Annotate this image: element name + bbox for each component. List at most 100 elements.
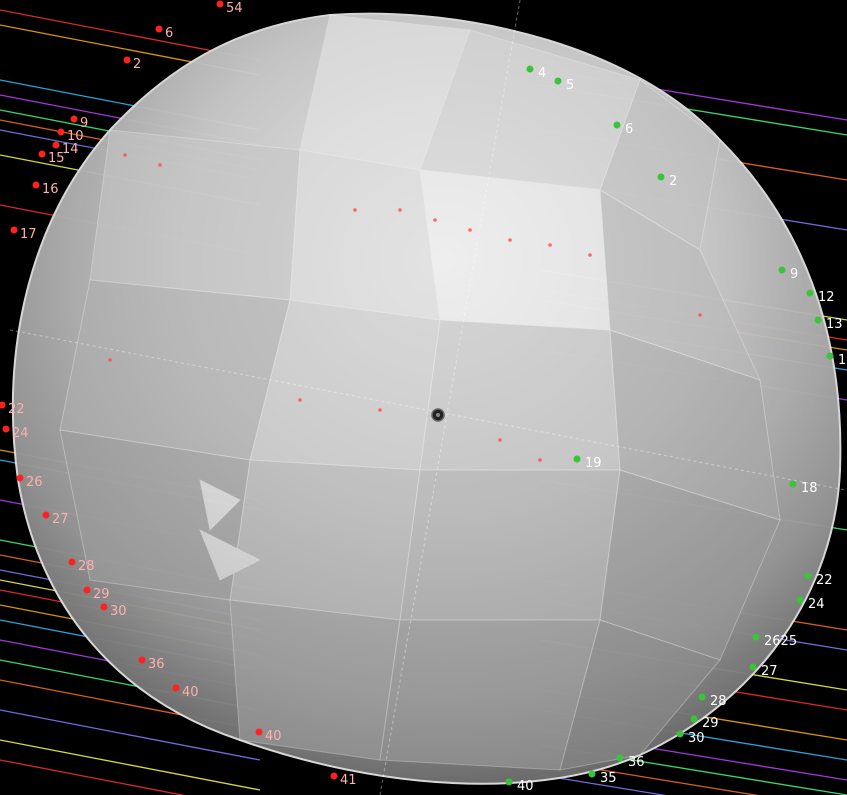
hull-facet	[419, 169, 611, 331]
left-label: 22	[8, 402, 25, 417]
right-marker[interactable]	[676, 730, 684, 738]
left-marker[interactable]	[100, 603, 108, 611]
interior-point	[398, 208, 402, 212]
right-label: 24	[808, 597, 825, 612]
right-label: 29	[702, 716, 719, 731]
left-marker[interactable]	[83, 586, 91, 594]
left-marker[interactable]	[32, 181, 40, 189]
right-marker[interactable]	[826, 352, 834, 360]
left-marker[interactable]	[16, 474, 24, 482]
right-label: 13	[826, 317, 843, 332]
right-marker[interactable]	[814, 316, 822, 324]
interior-point	[433, 218, 437, 222]
right-marker[interactable]	[690, 715, 698, 723]
right-label: 28	[710, 694, 727, 709]
right-marker[interactable]	[616, 754, 624, 762]
left-marker[interactable]	[52, 141, 60, 149]
left-marker[interactable]	[138, 656, 146, 664]
left-label: 6	[165, 26, 173, 41]
left-marker[interactable]	[0, 401, 6, 409]
left-marker[interactable]	[155, 25, 163, 33]
right-marker[interactable]	[554, 77, 562, 85]
right-label: 12	[818, 290, 835, 305]
left-marker[interactable]	[38, 150, 46, 158]
hull-facet	[229, 459, 421, 621]
right-label: 27	[761, 664, 778, 679]
left-marker[interactable]	[57, 128, 65, 136]
left-marker[interactable]	[70, 115, 78, 123]
left-marker[interactable]	[123, 56, 131, 64]
left-label: 40	[265, 729, 282, 744]
right-marker[interactable]	[749, 663, 757, 671]
left-marker[interactable]	[42, 511, 50, 519]
right-label: 5	[566, 78, 574, 93]
right-marker[interactable]	[613, 121, 621, 129]
left-marker[interactable]	[68, 558, 76, 566]
left-marker[interactable]	[10, 226, 18, 234]
right-label: 36	[628, 755, 645, 770]
left-label: 41	[340, 773, 357, 788]
hull-facet	[559, 619, 721, 771]
left-marker[interactable]	[255, 728, 263, 736]
left-label: 9	[80, 116, 88, 131]
right-marker[interactable]	[804, 572, 812, 580]
hull-facet	[289, 149, 441, 321]
left-label: 36	[148, 657, 165, 672]
interior-point	[698, 313, 702, 317]
interior-point	[538, 458, 542, 462]
right-marker[interactable]	[505, 778, 513, 786]
right-labels: 4562912131618192224262527282930363540	[517, 66, 847, 794]
right-marker[interactable]	[588, 770, 596, 778]
right-marker[interactable]	[657, 173, 665, 181]
axis-lines	[9, 0, 846, 795]
left-marker[interactable]	[330, 772, 338, 780]
right-label: 18	[801, 481, 818, 496]
crosshair-circle-icon[interactable]	[431, 408, 445, 422]
interior-point	[498, 438, 502, 442]
right-label: 6	[625, 122, 633, 137]
right-marker[interactable]	[526, 65, 534, 73]
left-label: 14	[62, 142, 79, 157]
right-label: 30	[688, 731, 705, 746]
left-label: 40	[182, 685, 199, 700]
left-label: 15	[48, 151, 65, 166]
hull-facet	[199, 528, 262, 581]
right-label: 2	[669, 174, 677, 189]
interior-point	[353, 208, 357, 212]
interior-point	[588, 253, 592, 257]
right-label: 40	[517, 779, 534, 794]
interior-points	[108, 153, 702, 462]
interior-point	[378, 408, 382, 412]
hull-facet	[89, 129, 301, 301]
left-label: 54	[226, 1, 243, 16]
hull-facet	[199, 479, 241, 532]
right-marker[interactable]	[806, 289, 814, 297]
left-marker[interactable]	[2, 425, 10, 433]
right-label: 4	[538, 66, 546, 81]
left-markers	[0, 0, 338, 780]
right-marker[interactable]	[778, 266, 786, 274]
left-label: 17	[20, 227, 37, 242]
hull-facet	[419, 319, 621, 471]
projection-line	[0, 759, 186, 795]
left-label: 26	[26, 475, 43, 490]
right-label: 9	[790, 267, 798, 282]
right-marker[interactable]	[789, 480, 797, 488]
interior-point	[158, 163, 162, 167]
right-marker[interactable]	[796, 596, 804, 604]
left-label: 16	[42, 182, 59, 197]
projection-line	[0, 709, 261, 761]
interior-point	[108, 358, 112, 362]
hull-facet	[59, 279, 291, 461]
interior-point	[548, 243, 552, 247]
left-marker[interactable]	[172, 684, 180, 692]
left-label: 29	[93, 587, 110, 602]
left-marker[interactable]	[216, 0, 224, 8]
projection-line	[539, 774, 667, 795]
right-marker[interactable]	[573, 455, 581, 463]
right-marker[interactable]	[698, 693, 706, 701]
right-marker[interactable]	[752, 633, 760, 641]
